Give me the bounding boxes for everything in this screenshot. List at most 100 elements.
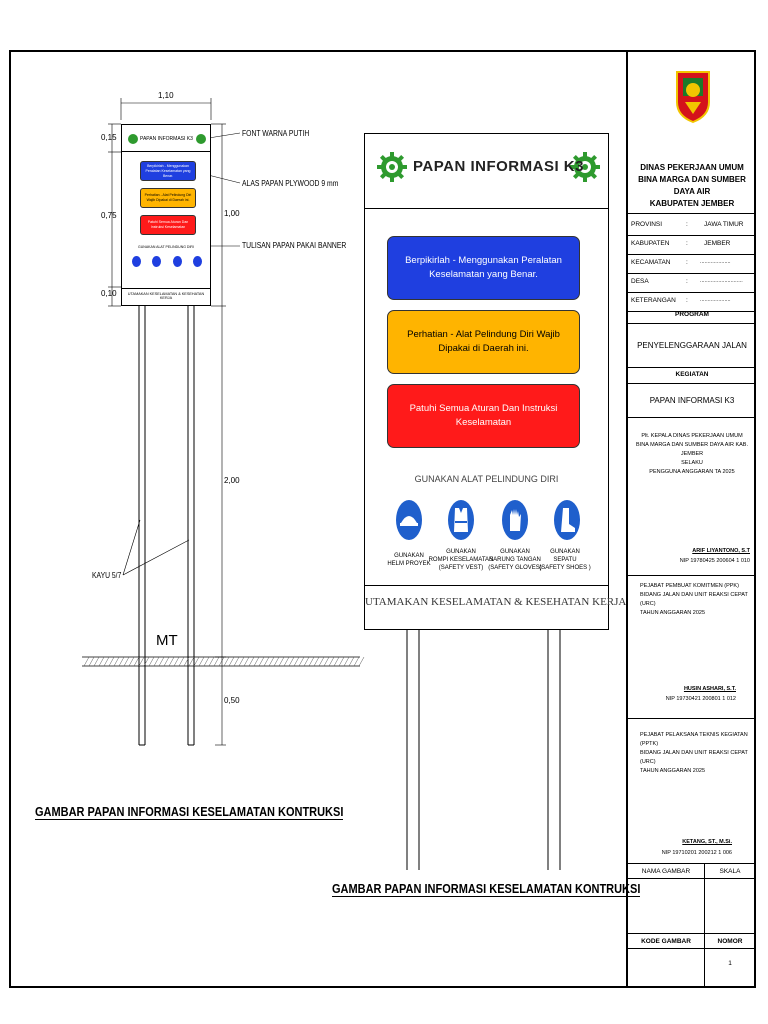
hatch-stroke: [273, 656, 280, 667]
k3-board: PAPAN INFORMASI K3 Berpikirlah - Menggun…: [364, 133, 627, 630]
hatch-stroke: [243, 656, 250, 667]
field-provinsi: PROVINSI : JAWA TIMUR: [628, 217, 756, 236]
hatch-stroke: [113, 656, 120, 667]
small-board-title: PAPAN INFORMASI K3: [140, 136, 193, 142]
callout-font: FONT WARNA PUTIH: [242, 129, 310, 138]
signature-block-2: PEJABAT PEMBUAT KOMITMEN (PPK) BIDANG JA…: [628, 576, 756, 719]
hatch-stroke: [313, 656, 320, 667]
hatch-stroke: [268, 656, 275, 667]
hatch-stroke: [198, 656, 205, 667]
program-label: PROGRAM: [628, 308, 756, 324]
hatch-stroke: [258, 656, 265, 667]
hatch-stroke: [188, 656, 195, 667]
hatch-stroke: [278, 656, 285, 667]
ground-label: MT: [156, 632, 178, 649]
hatch-stroke: [203, 656, 210, 667]
hatch-stroke: [173, 656, 180, 667]
pill-red: Patuhi Semua Aturan Dan Instruksi Kesela…: [387, 384, 580, 448]
small-board-posts: [138, 306, 195, 746]
hatch-stroke: [138, 656, 145, 667]
right-caption: GAMBAR PAPAN INFORMASI KESELAMATAN KONTR…: [332, 882, 641, 897]
dim-post-above: 2,00: [224, 476, 240, 485]
ground-hatch: [83, 656, 365, 667]
jember-crest-icon: [676, 71, 710, 124]
hatch-stroke: [103, 656, 110, 667]
small-pill-red: Patuhi Semua Aturan Dan Instruksi Kesela…: [140, 215, 196, 235]
hatch-stroke: [208, 656, 215, 667]
signature-block-3: PEJABAT PELAKSANA TEKNIS KEGIATAN (PPTK)…: [628, 719, 756, 864]
hatch-stroke: [338, 656, 345, 667]
ppe-heading: GUNAKAN ALAT PELINDUNG DIRI: [414, 474, 559, 484]
hatch-stroke: [163, 656, 170, 667]
hatch-stroke: [168, 656, 175, 667]
gloves-icon: [502, 500, 528, 540]
hatch-stroke: [343, 656, 350, 667]
location-fields: PROVINSI : JAWA TIMUR KABUPATEN : JEMBER…: [628, 217, 756, 312]
callout-wood: KAYU 5/7: [92, 571, 122, 580]
hatch-stroke: [178, 656, 185, 667]
pill-blue: Berpikirlah - Menggunakan Peralatan Kese…: [387, 236, 580, 300]
hatch-stroke: [153, 656, 160, 667]
board-footer: UTAMAKAN KESELAMATAN & KESEHATAN KERJA: [365, 596, 627, 608]
hatch-stroke: [193, 656, 200, 667]
vest-icon: [152, 256, 161, 267]
small-board-footer: UTAMAKAN KESELAMATAN & KESEHATAN KERJA: [127, 292, 205, 300]
hatch-stroke: [83, 656, 90, 667]
small-pill-blue: Berpikirlah - Menggunakan Peralatan Kese…: [140, 161, 196, 181]
hatch-stroke: [348, 656, 355, 667]
hatch-stroke: [128, 656, 135, 667]
hatch-stroke: [353, 656, 360, 667]
callout-banner: TULISAN PAPAN PAKAI BANNER: [242, 241, 347, 250]
gear-icon: [377, 152, 407, 182]
hatch-stroke: [358, 656, 365, 667]
gear-icon: [196, 134, 206, 144]
board-title: PAPAN INFORMASI K3: [413, 158, 584, 175]
hatch-stroke: [148, 656, 155, 667]
program-value: PENYELENGGARAAN JALAN: [628, 324, 756, 368]
hatch-stroke: [288, 656, 295, 667]
small-ppe-heading: GUNAKAN ALAT PELINDUNG DIRI: [138, 245, 194, 249]
hatch-stroke: [248, 656, 255, 667]
hatch-stroke: [213, 656, 220, 667]
gear-icon: [128, 134, 138, 144]
pill-orange: Perhatian - Alat Pelindung Diri Wajib Di…: [387, 310, 580, 374]
hatch-stroke: [293, 656, 300, 667]
gear-icon: [570, 152, 600, 182]
helmet-icon: [132, 256, 141, 267]
field-desa: DESA : ............................: [628, 274, 756, 293]
hatch-stroke: [183, 656, 190, 667]
kegiatan-value: PAPAN INFORMASI K3: [628, 384, 756, 418]
hatch-stroke: [233, 656, 240, 667]
hatch-stroke: [143, 656, 150, 667]
hatch-stroke: [328, 656, 335, 667]
dim-width: 1,10: [158, 91, 174, 100]
callout-leaders: [122, 132, 241, 576]
hatch-stroke: [218, 656, 225, 667]
callout-plywood: ALAS PAPAN PLYWOOD 9 mm: [242, 179, 339, 188]
dim-board-total: 1,00: [224, 209, 240, 218]
drawing-code-cell: KODE GAMBAR NOMOR 1: [628, 934, 756, 986]
hatch-stroke: [283, 656, 290, 667]
hatch-stroke: [118, 656, 125, 667]
hatch-stroke: [223, 656, 230, 667]
hatch-stroke: [88, 656, 95, 667]
field-kecamatan: KECAMATAN : ....................: [628, 255, 756, 274]
hatch-stroke: [253, 656, 260, 667]
drawing-sheet-border: [9, 50, 756, 988]
hatch-stroke: [308, 656, 315, 667]
field-keterangan: KETERANGAN : ....................: [628, 293, 756, 312]
dim-post-below: 0,50: [224, 696, 240, 705]
hatch-stroke: [303, 656, 310, 667]
hatch-stroke: [123, 656, 130, 667]
title-block: DINAS PEKERJAAN UMUM BINA MARGA DAN SUMB…: [626, 50, 756, 988]
small-board: PAPAN INFORMASI K3 Berpikirlah - Menggun…: [121, 124, 211, 306]
gloves-icon: [173, 256, 182, 267]
dim-h3: 0,10: [101, 289, 117, 298]
field-kabupaten: KABUPATEN : JEMBER: [628, 236, 756, 255]
small-pill-orange: Perhatian - Alat Pelindung Diri Wajib Di…: [140, 188, 196, 208]
